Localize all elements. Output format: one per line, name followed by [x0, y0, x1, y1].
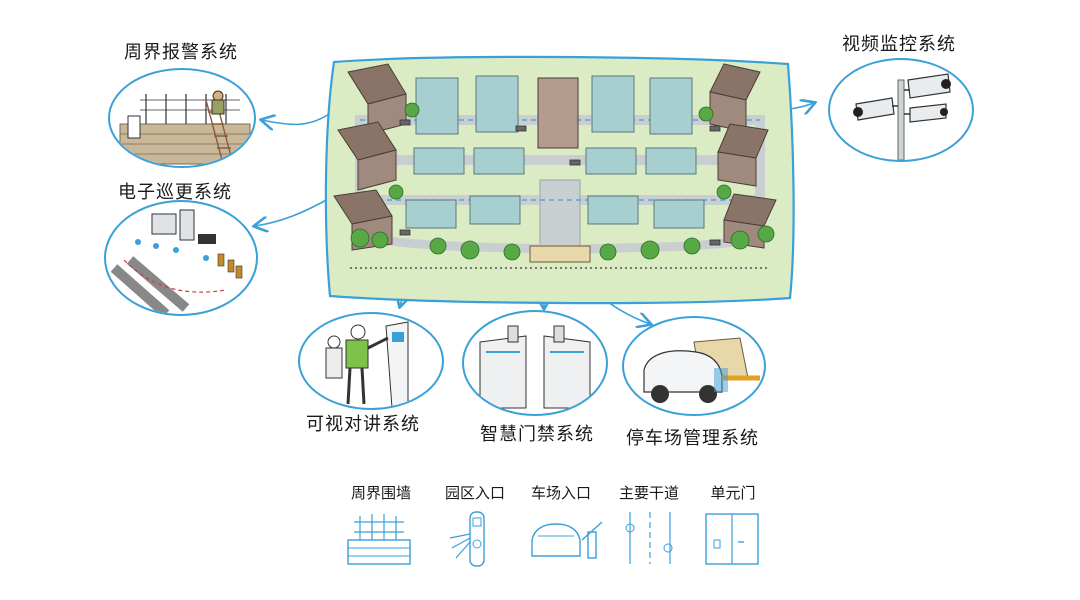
- intercom-illustration: [298, 312, 444, 410]
- legend-main-road-label: 主要干道: [618, 484, 679, 502]
- camera-icon: [855, 73, 951, 123]
- perimeter-alarm-label: 周界报警系统: [124, 42, 238, 63]
- legend-perimeter-wall-label: 周界围墙: [350, 484, 411, 502]
- car-gate-icon: [528, 512, 604, 562]
- legend-unit-door-label: 单元门: [710, 484, 756, 502]
- brown-building-w: [337, 121, 397, 191]
- trees: [350, 102, 775, 261]
- brown-building-e: [717, 123, 769, 187]
- intercom-label: 可视对讲系统: [306, 414, 420, 435]
- arrow-to-patrol: [255, 197, 331, 226]
- brown-building-nw: [347, 63, 407, 135]
- legend-parking-entrance-label: 车场入口: [530, 484, 591, 502]
- brown-building-ne: [709, 63, 761, 133]
- main-gate: [529, 245, 591, 263]
- camera-markers: [399, 119, 721, 246]
- community-map: [324, 55, 795, 305]
- door-icon: [704, 512, 760, 566]
- parking-label: 停车场管理系统: [626, 428, 759, 449]
- access-illustration: [462, 310, 608, 416]
- wall-icon: [346, 510, 412, 566]
- video-surveillance-label: 视频监控系统: [842, 34, 956, 55]
- glass-buildings: [405, 75, 705, 229]
- turnstile-icon: [446, 508, 506, 568]
- road-icon: [624, 510, 676, 566]
- patrol-illustration: [104, 200, 258, 316]
- perimeter-alarm-illustration: [108, 68, 256, 168]
- patrol-label: 电子巡更系统: [118, 182, 232, 203]
- arrow-to-perimeter-alarm: [262, 111, 333, 124]
- brown-building-center: [537, 77, 579, 149]
- main-road: [539, 179, 581, 251]
- parking-illustration: [622, 316, 766, 416]
- legend-park-entrance-label: 园区入口: [444, 484, 505, 502]
- access-label: 智慧门禁系统: [480, 424, 594, 445]
- video-surveillance-illustration: [828, 58, 974, 162]
